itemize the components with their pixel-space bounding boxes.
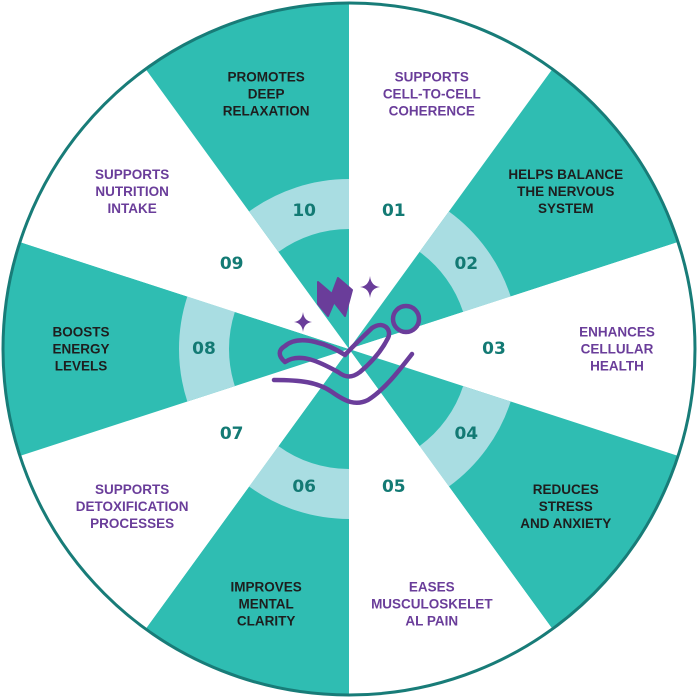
segment-label-line: INTAKE xyxy=(108,201,157,216)
segment-number: 05 xyxy=(382,477,406,497)
segment-label: SUPPORTS NUTRITION INTAKE xyxy=(95,167,169,216)
segment-label-line: REDUCES xyxy=(533,482,599,497)
segment-label-line: HEALTH xyxy=(590,359,644,374)
segment-label-line: DETOXIFICATION xyxy=(76,499,189,514)
segment-number: 08 xyxy=(192,339,216,359)
segment-08 xyxy=(3,237,349,461)
reclining-body-icon xyxy=(277,322,392,379)
segment-label-line: MUSCULOSKELET xyxy=(371,596,493,611)
segment-label-line: SUPPORTS xyxy=(95,167,169,182)
segment-label: SUPPORTS CELL-TO-CELL COHERENCE xyxy=(383,70,481,119)
segment-label-line: PROCESSES xyxy=(90,516,174,531)
segment-band-02 xyxy=(419,211,511,312)
segment-label: EASES MUSCULOSKELET AL PAIN xyxy=(371,579,493,628)
segment-label: SUPPORTS DETOXIFICATION PROCESSES xyxy=(76,482,189,531)
segment-label-line: NUTRITION xyxy=(95,184,169,199)
segment-label-line: CLARITY xyxy=(237,613,296,628)
segment-label-line: ENHANCES xyxy=(579,325,655,340)
segment-label-line: MENTAL xyxy=(239,596,294,611)
segment-number: 09 xyxy=(220,254,244,274)
segment-label-line: ENERGY xyxy=(52,342,109,357)
segment-band-08 xyxy=(178,296,235,402)
segment-09 xyxy=(6,57,350,349)
segment-label-line: SUPPORTS xyxy=(395,70,469,85)
sparkle-icon xyxy=(360,276,380,298)
segment-label-line: EASES xyxy=(409,579,455,594)
segment-label: IMPROVES MENTAL CLARITY xyxy=(231,579,302,628)
segment-label: ENHANCES CELLULAR HEALTH xyxy=(579,325,655,374)
segment-10 xyxy=(137,3,349,349)
segment-number: 06 xyxy=(292,477,316,497)
segment-number: 01 xyxy=(382,201,406,221)
segment-label-line: AND ANXIETY xyxy=(520,516,611,531)
segment-04 xyxy=(349,349,692,641)
segment-label: BOOSTS ENERGY LEVELS xyxy=(52,325,109,374)
relaxation-chair-icon xyxy=(271,276,422,405)
segment-label-line: HELPS BALANCE xyxy=(508,167,623,182)
segment-label: REDUCES STRESS AND ANXIETY xyxy=(520,482,611,531)
chair-base-icon xyxy=(271,351,415,405)
segment-label: PROMOTES DEEP RELAXATION xyxy=(223,70,310,119)
segment-number: 02 xyxy=(454,254,478,274)
segment-number: 04 xyxy=(454,424,478,444)
segment-band-10 xyxy=(249,179,349,252)
segment-band-06 xyxy=(249,446,349,520)
segment-label-line: THE NERVOUS xyxy=(517,184,614,199)
segment-number: 03 xyxy=(482,339,506,359)
segment-03 xyxy=(349,237,695,461)
lightning-bolt-icon xyxy=(317,277,353,317)
segment-number: 07 xyxy=(220,424,244,444)
segment-label-line: CELL-TO-CELL xyxy=(383,87,481,102)
segment-label-line: COHERENCE xyxy=(389,104,475,119)
segment-label-line: IMPROVES xyxy=(231,579,302,594)
segment-05 xyxy=(349,349,561,695)
head-icon xyxy=(390,303,422,335)
segment-label-line: PROMOTES xyxy=(228,70,305,85)
segment-label-line: DEEP xyxy=(248,87,285,102)
segment-label-line: LEVELS xyxy=(55,359,108,374)
segment-06 xyxy=(137,349,349,695)
segment-label-line: CELLULAR xyxy=(581,342,654,357)
segment-number: 10 xyxy=(292,201,316,221)
segment-label-line: AL PAIN xyxy=(405,613,458,628)
segment-07 xyxy=(6,349,350,641)
segment-label-line: STRESS xyxy=(539,499,593,514)
segment-label: HELPS BALANCE THE NERVOUS SYSTEM xyxy=(508,167,623,216)
segment-label-line: SUPPORTS xyxy=(95,482,169,497)
segment-label-line: BOOSTS xyxy=(52,325,109,340)
segment-band-04 xyxy=(419,386,511,487)
sparkle-icon xyxy=(294,312,312,332)
segment-01 xyxy=(349,3,561,349)
segment-label-line: RELAXATION xyxy=(223,104,310,119)
segment-02 xyxy=(349,57,692,349)
segment-label-line: SYSTEM xyxy=(538,201,594,216)
